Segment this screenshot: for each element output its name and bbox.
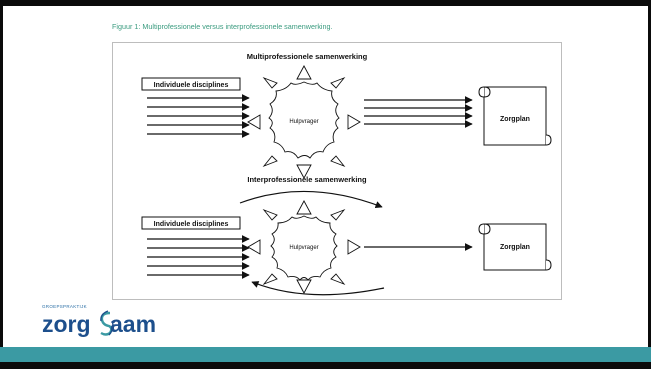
bottom-sun-icon xyxy=(247,200,361,294)
bottom-center-label: Hulpvrager xyxy=(289,245,318,251)
top-input-arrows xyxy=(147,94,250,138)
figure-caption: Figuur 1: Multiprofessionele versus inte… xyxy=(112,22,333,31)
top-disciplines-label: Individuele disciplines xyxy=(154,82,229,89)
footer-band xyxy=(0,347,651,362)
right-edge xyxy=(648,0,651,369)
top-disciplines-box xyxy=(141,77,241,91)
upper-curved-arrow xyxy=(239,190,383,209)
collaboration-diagram: Multiprofessionele samenwerking Individu… xyxy=(112,42,562,300)
swirl-s-icon xyxy=(100,310,114,336)
logo-word-left: zorg xyxy=(42,311,91,337)
bottom-scroll-label: Zorgplan xyxy=(500,244,530,251)
bottom-title: Interprofessionele samenwerking xyxy=(247,175,367,184)
top-output-arrows xyxy=(364,96,473,128)
bottom-scroll-icon xyxy=(478,223,552,271)
top-bar xyxy=(0,0,651,6)
diagram-frame xyxy=(112,42,562,300)
top-scroll-label: Zorgplan xyxy=(500,116,530,123)
bottom-bar xyxy=(0,362,651,369)
lower-curved-arrow xyxy=(251,281,385,296)
bottom-disciplines-box xyxy=(141,216,241,230)
top-sun-icon xyxy=(247,65,361,179)
top-title: Multiprofessionele samenwerking xyxy=(247,52,368,61)
bottom-disciplines-label: Individuele disciplines xyxy=(154,221,229,228)
top-center-label: Hulpvrager xyxy=(289,119,318,125)
logo-tagline: GROEPSPRAKTIJK xyxy=(42,304,87,309)
company-logo: GROEPSPRAKTIJK zorg aam xyxy=(42,304,172,342)
bottom-input-arrows xyxy=(147,235,250,279)
logo-word-right: aam xyxy=(110,311,157,337)
left-edge xyxy=(0,0,3,369)
top-scroll-icon xyxy=(478,86,552,146)
